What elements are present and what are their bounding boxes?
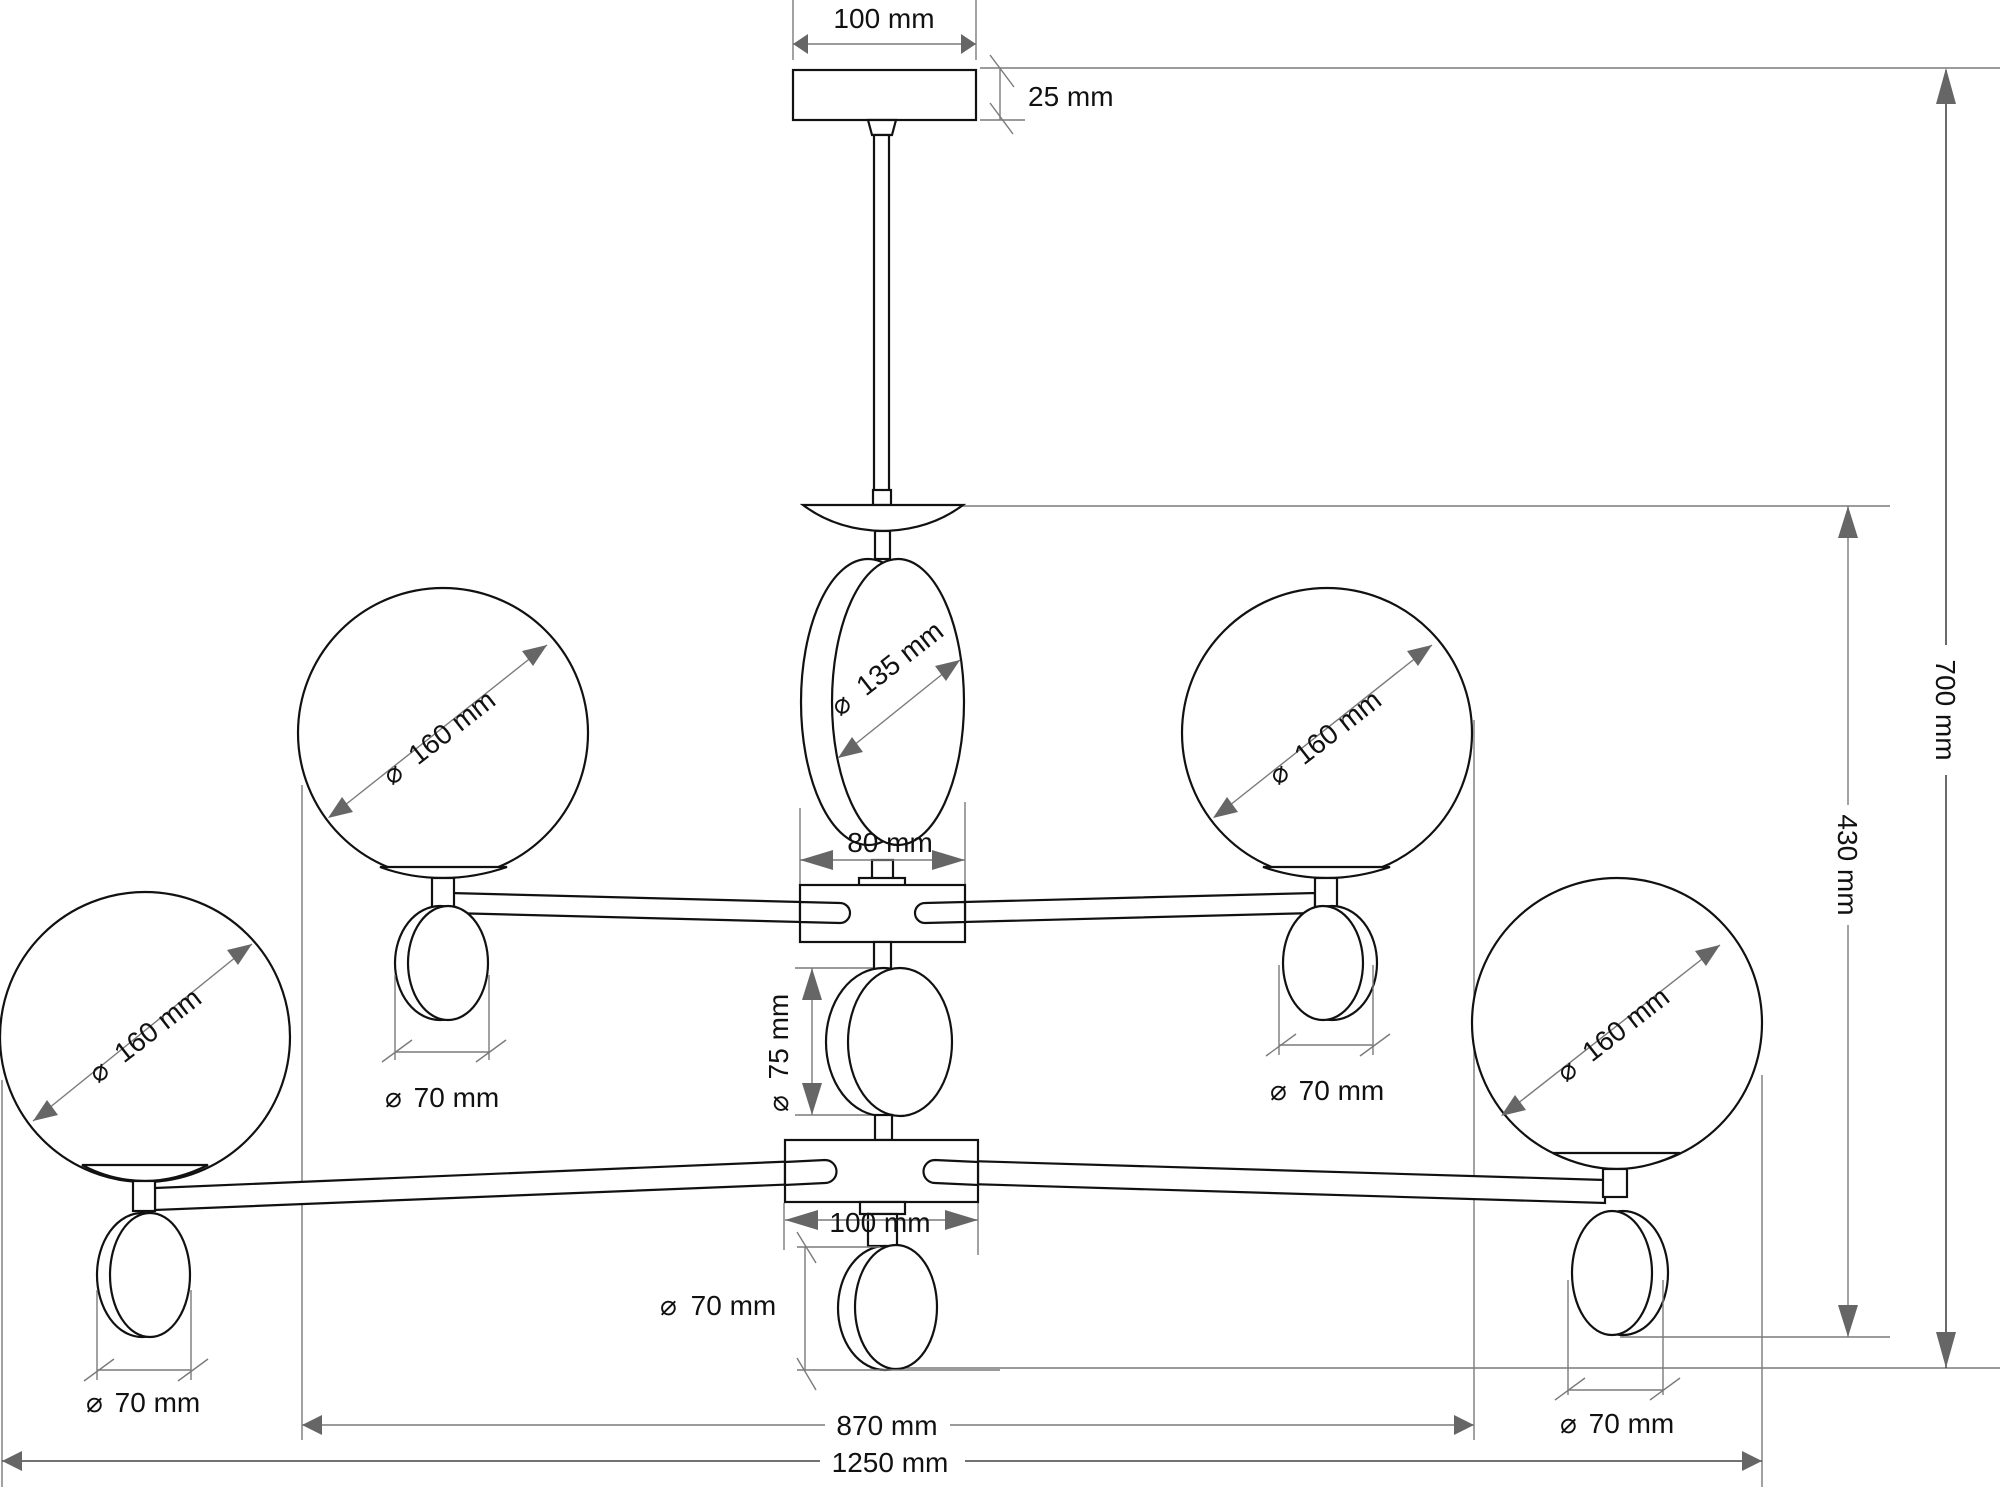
- diameter-symbol: ⌀: [86, 1387, 103, 1418]
- dimension-disc-lower-left: ⌀ 70 mm: [83, 1290, 209, 1418]
- lower-hub: [783, 1138, 980, 1248]
- diameter-symbol: ⌀: [763, 1095, 794, 1112]
- suspension-rod: [871, 133, 893, 507]
- bottom-disc: [836, 1243, 939, 1372]
- label-upper-hub: 80 mm: [847, 827, 933, 858]
- label-disc-upper-left: ⌀ 70 mm: [385, 1082, 499, 1113]
- globe-upper-left: [296, 586, 590, 1022]
- label-bottom-disc: ⌀ 70 mm: [660, 1290, 776, 1321]
- dimension-canopy-width: 100 mm: [793, 3, 976, 54]
- dimension-height-body: 430 mm: [1832, 506, 1864, 1337]
- dimension-canopy-height: 25 mm: [989, 54, 1114, 135]
- globe-lower-right: [1470, 876, 1764, 1337]
- diameter-symbol: ⌀: [385, 1082, 402, 1113]
- label-lower-hub: 100 mm: [829, 1207, 930, 1238]
- dimension-middle-disc: ⌀ 75 mm: [763, 968, 822, 1115]
- globe-upper-right: [1180, 586, 1474, 1022]
- label-disc-lower-right: ⌀ 70 mm: [1560, 1408, 1674, 1439]
- label-height-total: 700 mm: [1930, 659, 1961, 760]
- label-width-total: 1250 mm: [832, 1447, 949, 1478]
- dimension-width-inner: 870 mm: [302, 1405, 1474, 1441]
- label-canopy-height: 25 mm: [1028, 81, 1114, 112]
- ceiling-canopy: [791, 68, 978, 137]
- label-width-inner: 870 mm: [836, 1410, 937, 1441]
- diameter-symbol: ⌀: [1270, 1075, 1287, 1106]
- label-disc-lower-left: ⌀ 70 mm: [86, 1387, 200, 1418]
- diameter-symbol: ⌀: [1560, 1408, 1577, 1439]
- dimension-disc-upper-right: ⌀ 70 mm: [1265, 965, 1391, 1106]
- central-disc: [799, 557, 966, 847]
- globe-lower-left: [0, 890, 292, 1339]
- dimension-bottom-disc: ⌀ 70 mm: [660, 1231, 1000, 1391]
- label-canopy-width: 100 mm: [833, 3, 934, 34]
- dimension-upper-hub: 80 mm: [800, 827, 965, 870]
- label-height-body: 430 mm: [1832, 814, 1863, 915]
- upper-hub: [798, 858, 967, 972]
- dimension-disc-upper-left: ⌀ 70 mm: [381, 975, 507, 1113]
- dimension-lower-hub: 100 mm: [785, 1207, 978, 1238]
- upper-arms: [448, 891, 1317, 925]
- diameter-symbol: ⌀: [660, 1290, 677, 1321]
- middle-disc: [824, 966, 954, 1142]
- dish-cup: [799, 503, 967, 561]
- label-middle-disc: ⌀ 75 mm: [763, 994, 794, 1112]
- dimension-disc-lower-right: ⌀ 70 mm: [1554, 1280, 1681, 1439]
- dimension-height-total: 700 mm: [1930, 68, 1962, 1368]
- dimension-width-total: 1250 mm: [2, 1444, 1762, 1480]
- label-disc-upper-right: ⌀ 70 mm: [1270, 1075, 1384, 1106]
